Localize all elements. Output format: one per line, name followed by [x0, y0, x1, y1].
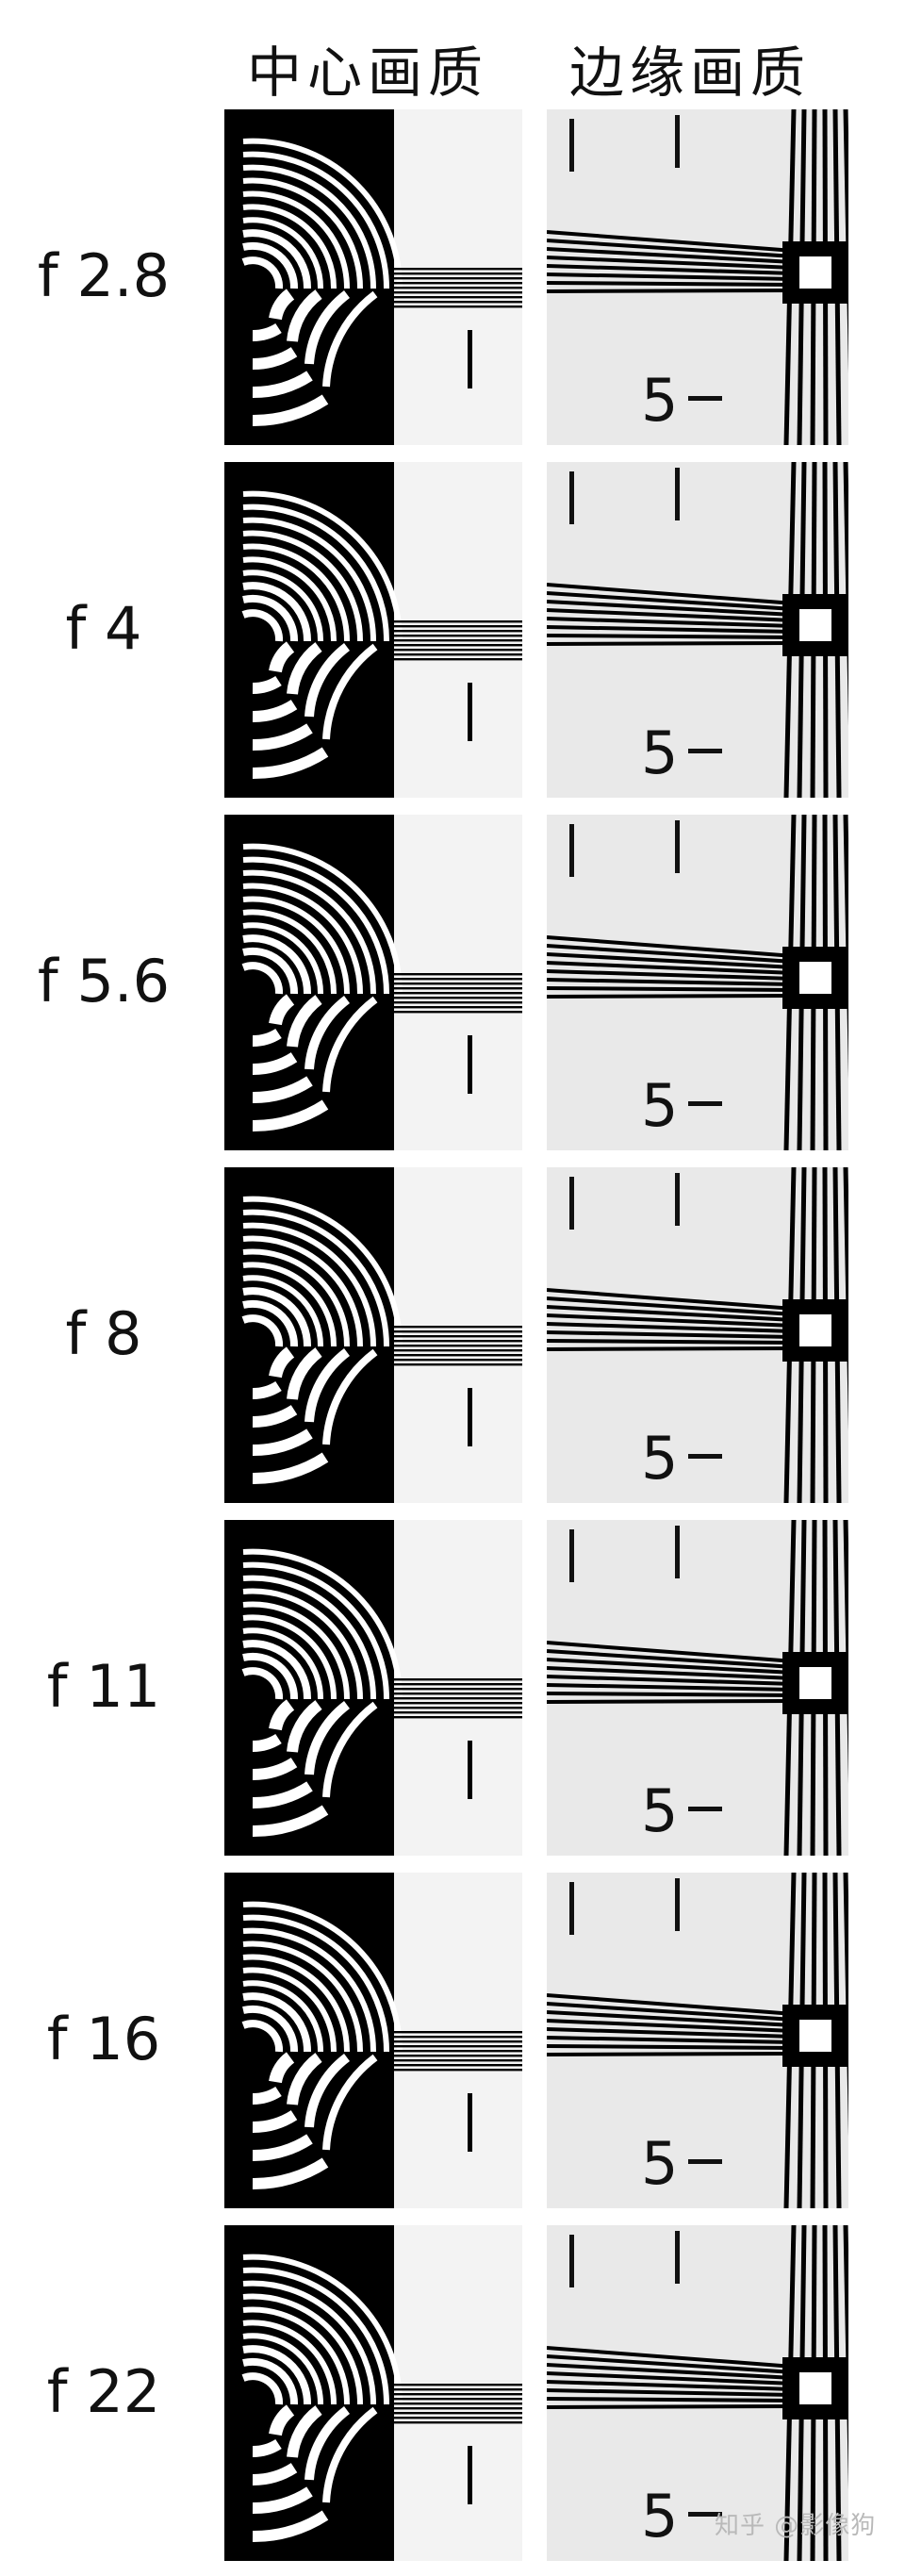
- aperture-row: f 2.8 5: [0, 109, 905, 460]
- center-crop-image: [224, 815, 534, 1150]
- column-header: 中心画质 边缘画质: [0, 0, 905, 105]
- chart-marker-number: 5: [641, 366, 678, 435]
- center-crop-image: [224, 462, 534, 798]
- aperture-label: f 8: [65, 1299, 142, 1368]
- edge-crop-image: 5: [547, 2225, 848, 2561]
- edge-quality-title: 边缘画质: [569, 41, 812, 105]
- edge-crop-image: 5: [547, 815, 848, 1150]
- edge-crop-image: 5: [547, 1520, 848, 1856]
- center-crop-image: [224, 109, 534, 445]
- chart-marker-number: 5: [641, 2482, 678, 2551]
- edge-crop-image: 5: [547, 109, 848, 445]
- aperture-row: f 22 5: [0, 2225, 905, 2576]
- aperture-row: f 11 5: [0, 1520, 905, 1871]
- aperture-label: f 4: [65, 594, 142, 663]
- center-crop-image: [224, 1873, 534, 2208]
- chart-marker-number: 5: [641, 1071, 678, 1140]
- aperture-label: f 22: [46, 2357, 161, 2426]
- center-quality-title: 中心画质: [247, 41, 489, 105]
- aperture-row: f 16 5: [0, 1873, 905, 2223]
- aperture-label: f 2.8: [37, 241, 171, 310]
- aperture-label: f 16: [46, 2005, 161, 2073]
- watermark: 知乎 @影像狗: [715, 2512, 877, 2540]
- chart-marker-number: 5: [641, 718, 678, 787]
- edge-crop-image: 5: [547, 1167, 848, 1503]
- center-crop-image: [224, 1520, 534, 1856]
- chart-marker-number: 5: [641, 1776, 678, 1845]
- chart-marker-number: 5: [641, 1424, 678, 1493]
- chart-marker-number: 5: [641, 2129, 678, 2198]
- aperture-row: f 4 5: [0, 462, 905, 813]
- center-crop-image: [224, 1167, 534, 1503]
- aperture-row: f 5.6 5: [0, 815, 905, 1165]
- aperture-label: f 11: [46, 1652, 161, 1721]
- aperture-label: f 5.6: [37, 947, 171, 1016]
- center-crop-image: [224, 2225, 534, 2561]
- edge-crop-image: 5: [547, 462, 848, 798]
- aperture-row: f 8 5: [0, 1167, 905, 1518]
- edge-crop-image: 5: [547, 1873, 848, 2208]
